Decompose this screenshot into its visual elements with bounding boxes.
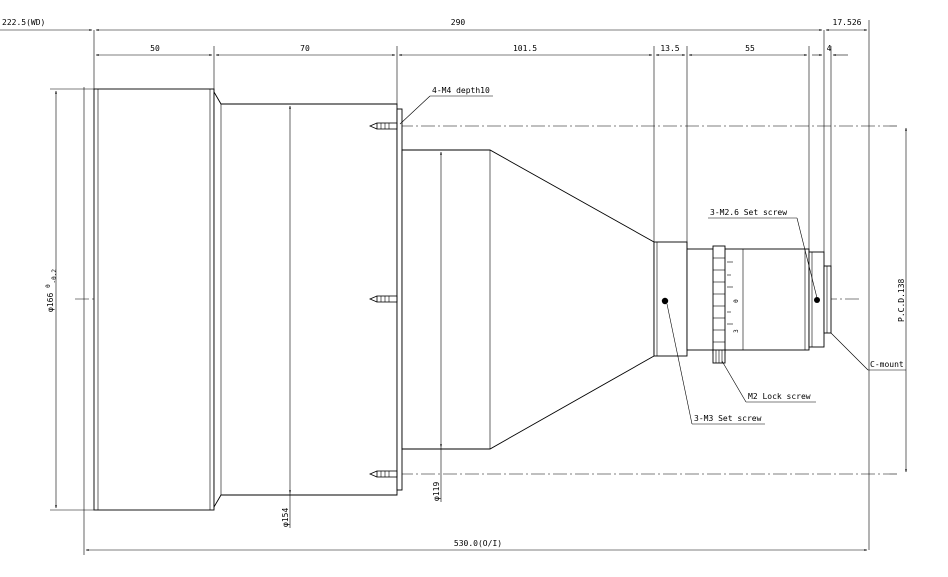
m4-screw-top: [368, 122, 398, 130]
phi166-upper-tolerance: 0: [45, 284, 52, 288]
m4-screw-bottom: [368, 470, 398, 478]
dim-wd: 222.5(WD): [0, 18, 93, 31]
dim-total-top-label: 290: [451, 18, 466, 27]
callout-m3-label: 3-M3 Set screw: [694, 414, 762, 423]
callout-m3: 3-M3 Set screw: [666, 303, 765, 425]
callout-m2-6-label: 3-M2.6 Set screw: [710, 208, 787, 217]
mounting-flange: [396, 108, 403, 491]
dim-101-5: 101.5: [398, 44, 653, 56]
m2-6-set-screw: [814, 297, 820, 303]
callout-m4-label: 4-M4 depth10: [432, 86, 490, 95]
dim-phi166-label: φ166 0 -0.2: [43, 269, 58, 312]
dim-70-label: 70: [300, 44, 310, 53]
callout-c-mount: C-mount: [830, 332, 906, 371]
focus-ring: [712, 245, 726, 354]
dim-13-5: 13.5: [655, 44, 686, 56]
c-mount-thread: [823, 265, 832, 334]
conical-body: [401, 149, 655, 450]
dim-50-label: 50: [150, 44, 160, 53]
scale-markings: 0 3: [727, 261, 740, 333]
dim-13-5-label: 13.5: [660, 44, 679, 53]
dim-4: 4: [812, 44, 848, 56]
dim-total-bottom: 530.0(O/I): [83, 87, 868, 555]
dim-pcd-label: P.C.D.138: [897, 278, 906, 322]
dim-4-label: 4: [827, 44, 832, 53]
extension-lines-top: [93, 20, 870, 550]
dim-70: 70: [215, 44, 396, 56]
dim-phi119-label: φ119: [432, 482, 441, 501]
dim-55-label: 55: [745, 44, 755, 53]
lock-screw-knob: [712, 349, 726, 364]
scale-zero-label: 0: [733, 299, 740, 303]
dim-total-bottom-label: 530.0(O/I): [454, 539, 502, 548]
callout-c-mount-label: C-mount: [870, 360, 904, 369]
callout-m4: 4-M4 depth10: [399, 86, 493, 125]
dim-phi166: φ166 0 -0.2: [43, 88, 94, 511]
scale-three-label: 3: [733, 329, 740, 333]
m3-set-screw: [661, 297, 669, 305]
rear-collar: [653, 241, 688, 357]
callout-m2-lock: M2 Lock screw: [721, 360, 816, 403]
dim-55: 55: [688, 44, 808, 56]
dim-phi154: φ154: [281, 105, 291, 528]
step-section: [213, 90, 398, 509]
dim-total-top: 290: [95, 18, 823, 31]
dim-50: 50: [95, 44, 213, 56]
dim-17-526-label: 17.526: [833, 18, 862, 27]
callout-m2-6: 3-M2.6 Set screw: [708, 208, 818, 299]
phi166-lower-tolerance: -0.2: [51, 269, 58, 284]
front-barrel: [93, 88, 215, 511]
dim-phi154-label: φ154: [281, 508, 290, 527]
callout-m2-lock-label: M2 Lock screw: [748, 392, 811, 401]
focus-barrel: [686, 248, 810, 351]
dim-phi119: φ119: [432, 151, 442, 502]
dim-17-526: 17.526: [825, 18, 868, 31]
dim-pcd: P.C.D.138: [897, 127, 907, 473]
dim-101-5-label: 101.5: [513, 44, 537, 53]
m4-screw-middle: [368, 295, 398, 303]
phi166-value: φ166: [46, 293, 55, 312]
dim-wd-label: 222.5(WD): [2, 18, 45, 27]
